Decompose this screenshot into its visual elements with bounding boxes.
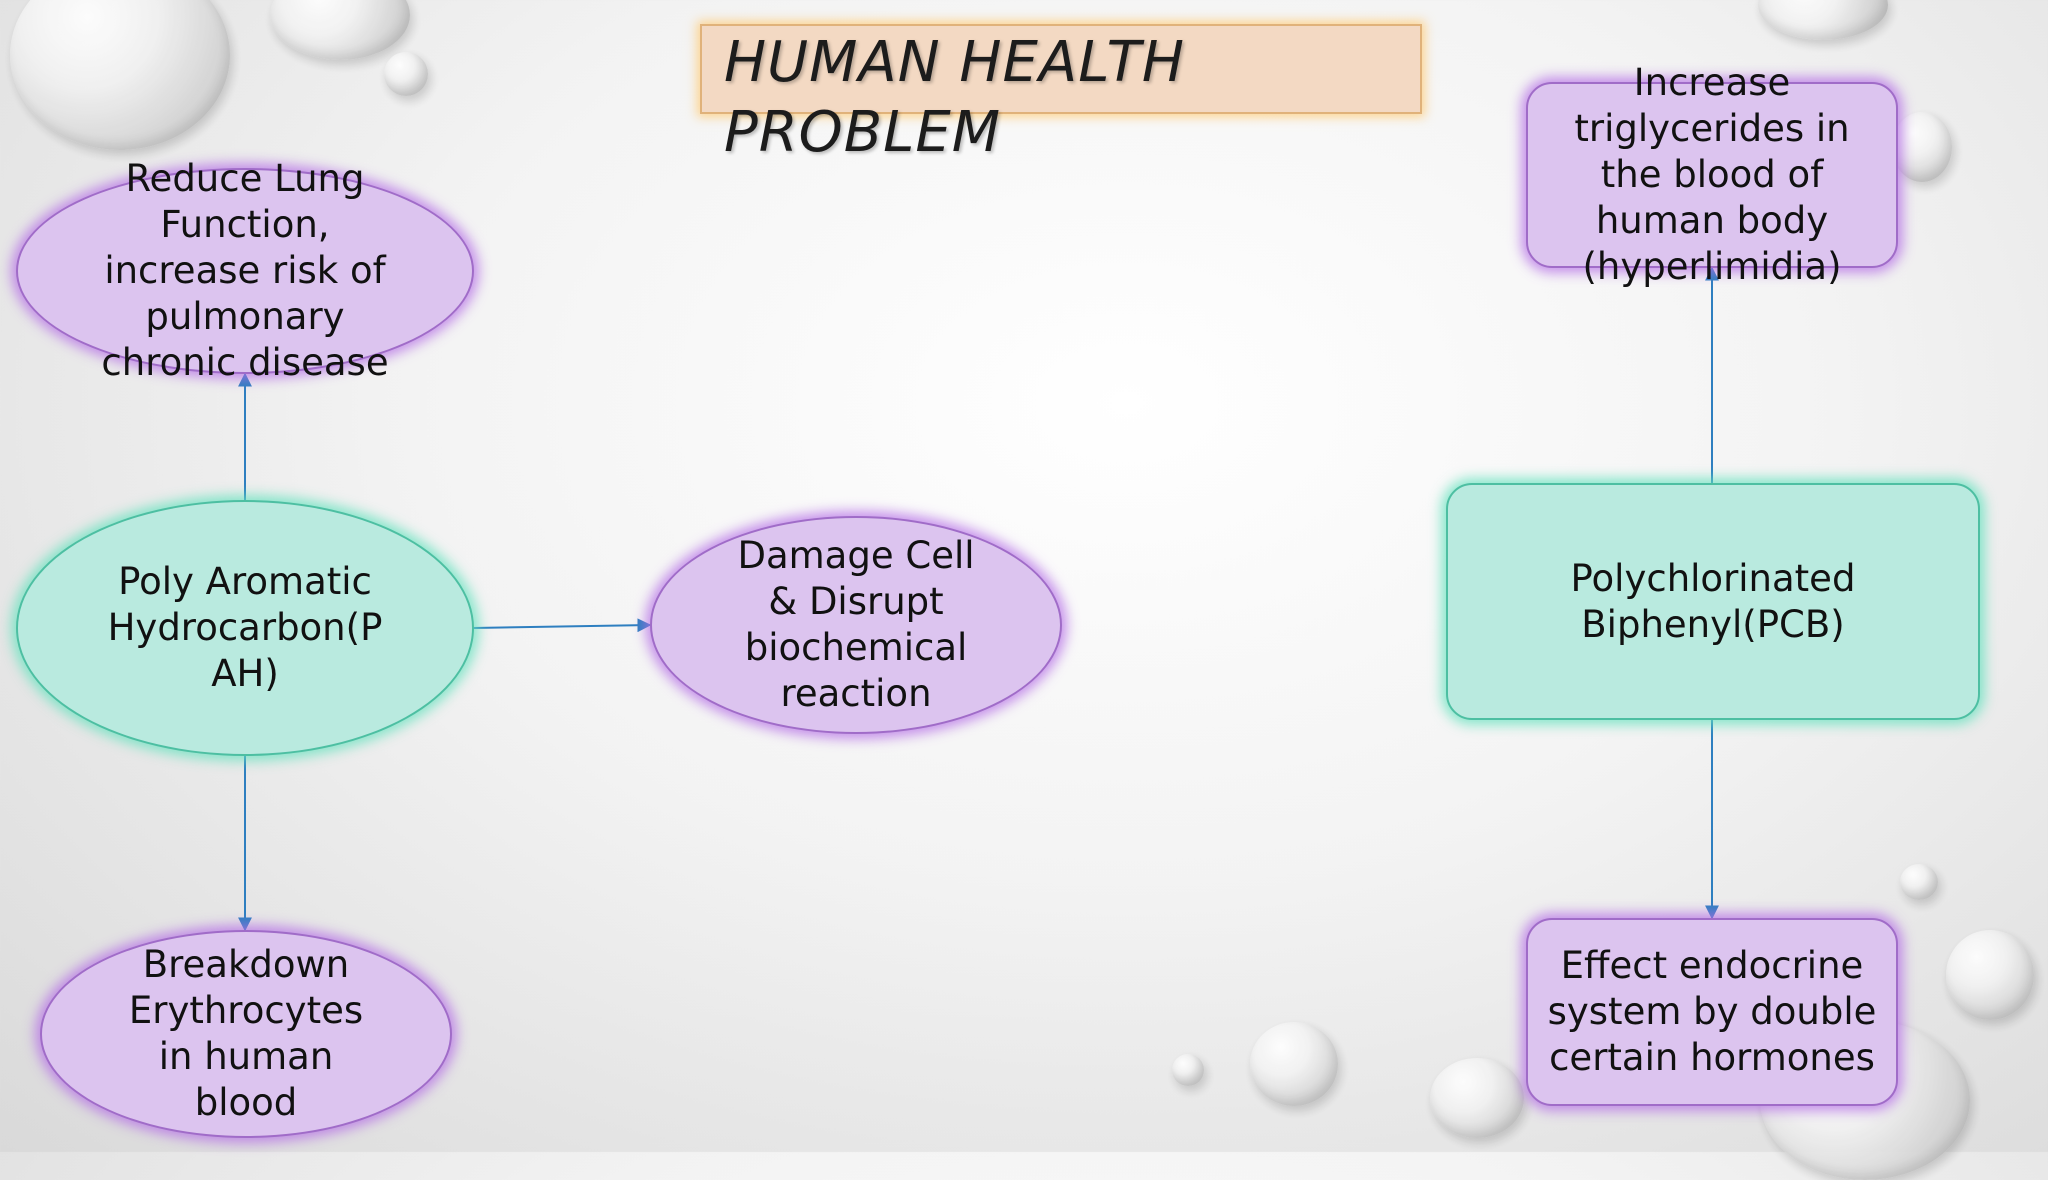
triglycerides-label: Increase triglycerides in the blood of h… — [1574, 61, 1850, 288]
pcb-node: Polychlorinated Biphenyl(PCB) — [1446, 483, 1980, 720]
water-drop-decoration — [1892, 112, 1952, 182]
connector-layer — [238, 266, 1719, 932]
reduce-lung-function-node: Reduce Lung Function, increase risk of p… — [16, 157, 474, 384]
damage-cell-label: Damage Cell & Disrupt biochemical reacti… — [737, 534, 975, 715]
pah-label: Poly Aromatic Hydrocarbon(P AH) — [107, 560, 383, 695]
water-drop-decoration — [10, 0, 230, 150]
breakdown-erythrocytes-label: Breakdown Erythrocytes in human blood — [128, 943, 364, 1124]
water-drop-decoration — [1430, 1058, 1524, 1138]
water-drop-decoration — [1250, 1022, 1338, 1106]
damage-cell-node: Damage Cell & Disrupt biochemical reacti… — [650, 516, 1062, 734]
water-drop-decoration — [1946, 930, 2034, 1020]
water-drop-decoration — [1172, 1054, 1204, 1086]
water-drop-decoration — [384, 52, 428, 96]
page-title: HUMAN HEALTH PROBLEM — [724, 30, 1185, 165]
arrow-pah-to-damage — [472, 618, 652, 633]
endocrine-node: Effect endocrine system by double certai… — [1526, 918, 1898, 1106]
reduce-lung-function-label: Reduce Lung Function, increase risk of p… — [101, 157, 389, 384]
water-drop-decoration — [1900, 864, 1938, 900]
pah-node: Poly Aromatic Hydrocarbon(P AH) — [16, 500, 474, 756]
endocrine-label: Effect endocrine system by double certai… — [1547, 944, 1877, 1079]
title-box — [700, 24, 1422, 114]
breakdown-erythrocytes-node: Breakdown Erythrocytes in human blood — [40, 930, 452, 1138]
triglycerides-node: Increase triglycerides in the blood of h… — [1526, 61, 1898, 288]
pcb-label: Polychlorinated Biphenyl(PCB) — [1570, 556, 1856, 646]
